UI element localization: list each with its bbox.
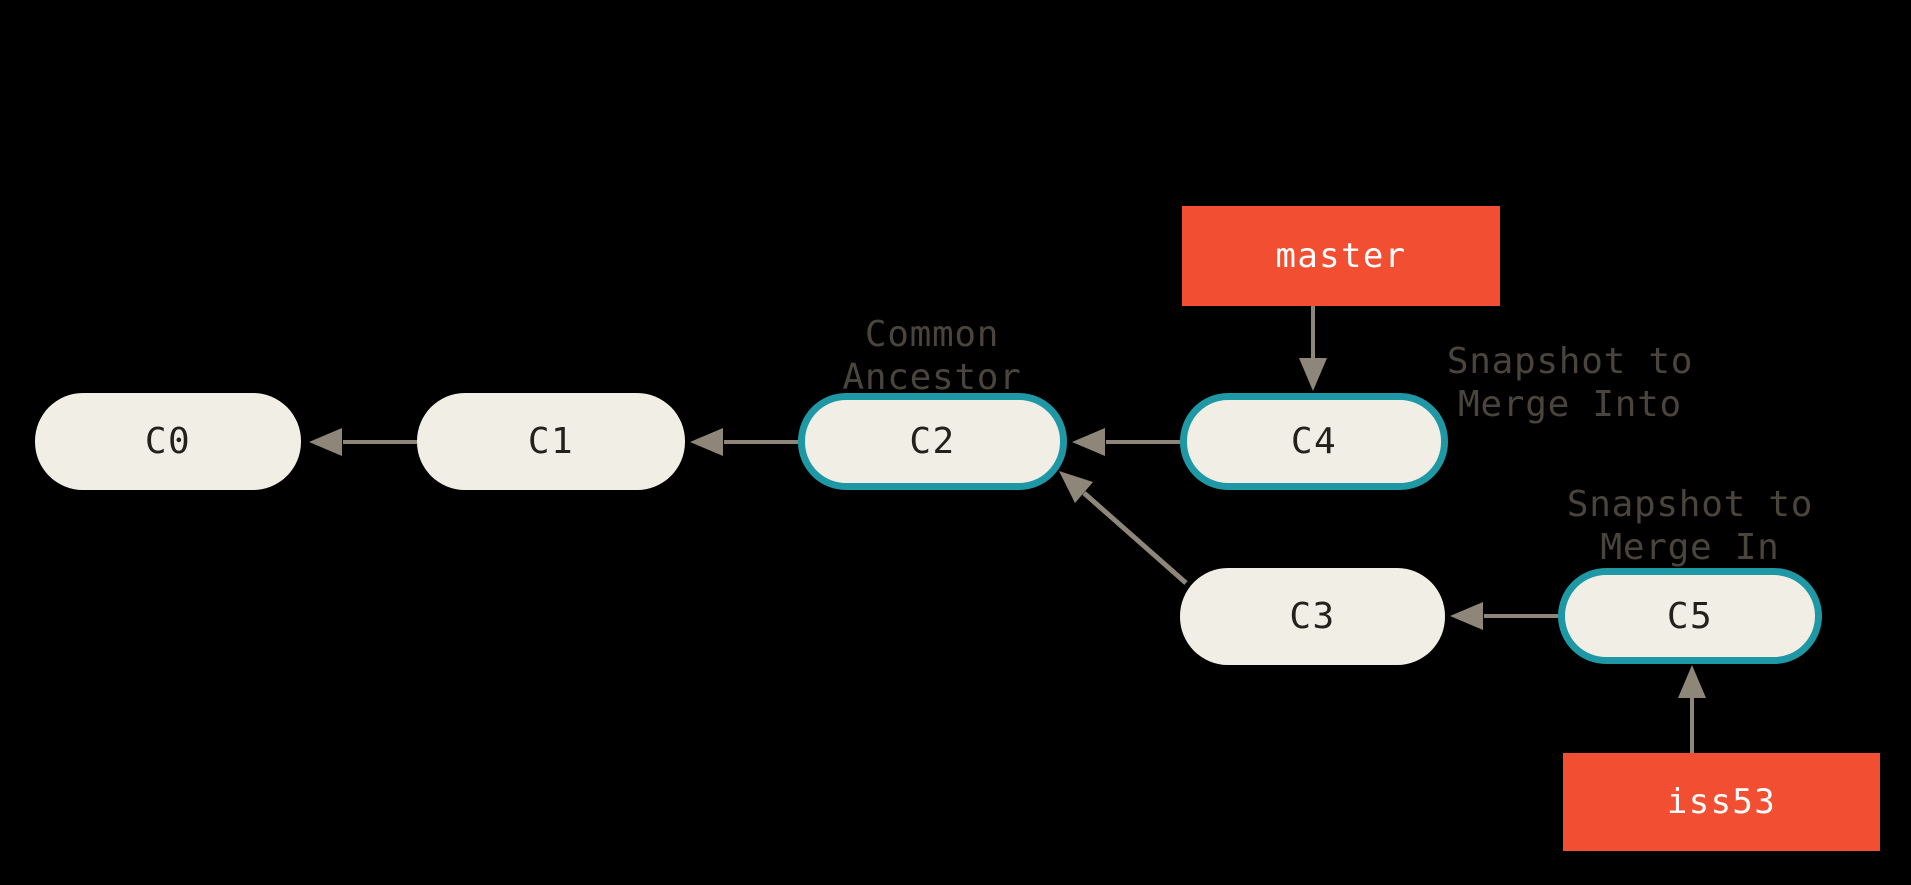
- common-ancestor-line2: Ancestor: [842, 357, 1022, 398]
- commit-node-c4: C4: [1180, 393, 1448, 490]
- arrow-line-c3-to-c2: [1082, 491, 1188, 585]
- commit-node-c0: C0: [35, 393, 301, 490]
- commit-label-c2: C2: [909, 421, 956, 462]
- snapshot-merge-in-label: Snapshot to Merge In: [1490, 483, 1890, 569]
- arrowhead-c2-to-c1: [690, 428, 723, 456]
- arrowhead-iss53-to-c5: [1678, 665, 1706, 698]
- arrowhead-master-to-c4: [1299, 358, 1327, 391]
- branch-label-iss53-text: iss53: [1666, 782, 1777, 822]
- commit-label-c3: C3: [1289, 596, 1336, 637]
- commit-node-c5: C5: [1558, 568, 1822, 664]
- commit-node-c2: C2: [798, 393, 1067, 490]
- snapshot-merge-in-line1: Snapshot to: [1566, 484, 1814, 525]
- snapshot-merge-into-label: Snapshot to Merge Into: [1370, 340, 1770, 426]
- branch-label-master: master: [1182, 206, 1500, 306]
- commit-node-c3: C3: [1180, 568, 1445, 665]
- commit-label-c5: C5: [1666, 595, 1714, 637]
- commit-label-c0: C0: [144, 421, 192, 462]
- arrowhead-c1-to-c0: [309, 428, 342, 456]
- common-ancestor-label: Common Ancestor: [732, 313, 1132, 399]
- common-ancestor-line1: Common: [864, 314, 1000, 355]
- snapshot-merge-into-line2: Merge Into: [1458, 384, 1682, 425]
- snapshot-merge-into-line1: Snapshot to: [1446, 341, 1694, 382]
- snapshot-merge-in-line2: Merge In: [1600, 527, 1780, 568]
- arrowhead-c3-to-c2: [1059, 471, 1093, 503]
- commit-node-c1: C1: [417, 393, 685, 490]
- commit-label-c1: C1: [527, 421, 575, 462]
- arrowhead-c4-to-c2: [1072, 428, 1105, 456]
- branch-label-iss53: iss53: [1563, 753, 1880, 851]
- branch-label-master-text: master: [1275, 236, 1407, 276]
- commit-label-c4: C4: [1290, 421, 1338, 462]
- arrowhead-c5-to-c3: [1450, 602, 1483, 630]
